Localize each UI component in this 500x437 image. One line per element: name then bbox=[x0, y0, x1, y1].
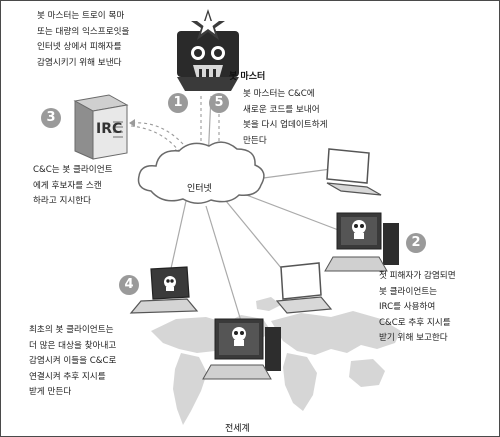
infected-laptop-icon bbox=[129, 266, 199, 314]
step3-text: C&C는 봇 클라이언트 에게 후보자를 스캔 하라고 지시한다 bbox=[33, 165, 113, 206]
step2-text: 첫 피해자가 감염되면 봇 클라이언트는 IRC를 사용하여 C&C로 추후 지… bbox=[379, 271, 456, 343]
world-label: 전세계 bbox=[225, 424, 250, 434]
step5-text: 봇 마스터는 C&C에 새로운 코드를 보내어 봇을 다시 업데이트하게 만든다 bbox=[243, 89, 328, 146]
step-badge-3: 3 bbox=[41, 108, 61, 128]
step-badge-2: 2 bbox=[406, 233, 426, 253]
bot-master-label: 봇 마스터 bbox=[229, 72, 266, 82]
infected-desktop-icon bbox=[324, 212, 399, 272]
laptop-icon bbox=[275, 262, 333, 314]
irc-server-label: IRC bbox=[96, 121, 123, 137]
step-badge-5: 5 bbox=[209, 93, 229, 113]
internet-label: 인터넷 bbox=[187, 184, 212, 194]
infected-desktop-icon bbox=[202, 318, 281, 380]
step4-text: 최초의 봇 클라이언트는 더 많은 대상을 찾아내고 감염시켜 이들을 C&C로… bbox=[29, 325, 117, 397]
step-badge-4: 4 bbox=[119, 275, 139, 295]
cloud-icon bbox=[137, 141, 265, 204]
step1-text: 봇 마스터는 트로이 목마 또는 대량의 익스프로잇을 인터넷 상에서 피해자를… bbox=[37, 11, 130, 68]
laptop-icon bbox=[326, 148, 382, 196]
step-badge-1: 1 bbox=[168, 93, 188, 113]
irc-server-icon bbox=[73, 94, 129, 160]
bot-master-skull-icon bbox=[177, 9, 239, 91]
